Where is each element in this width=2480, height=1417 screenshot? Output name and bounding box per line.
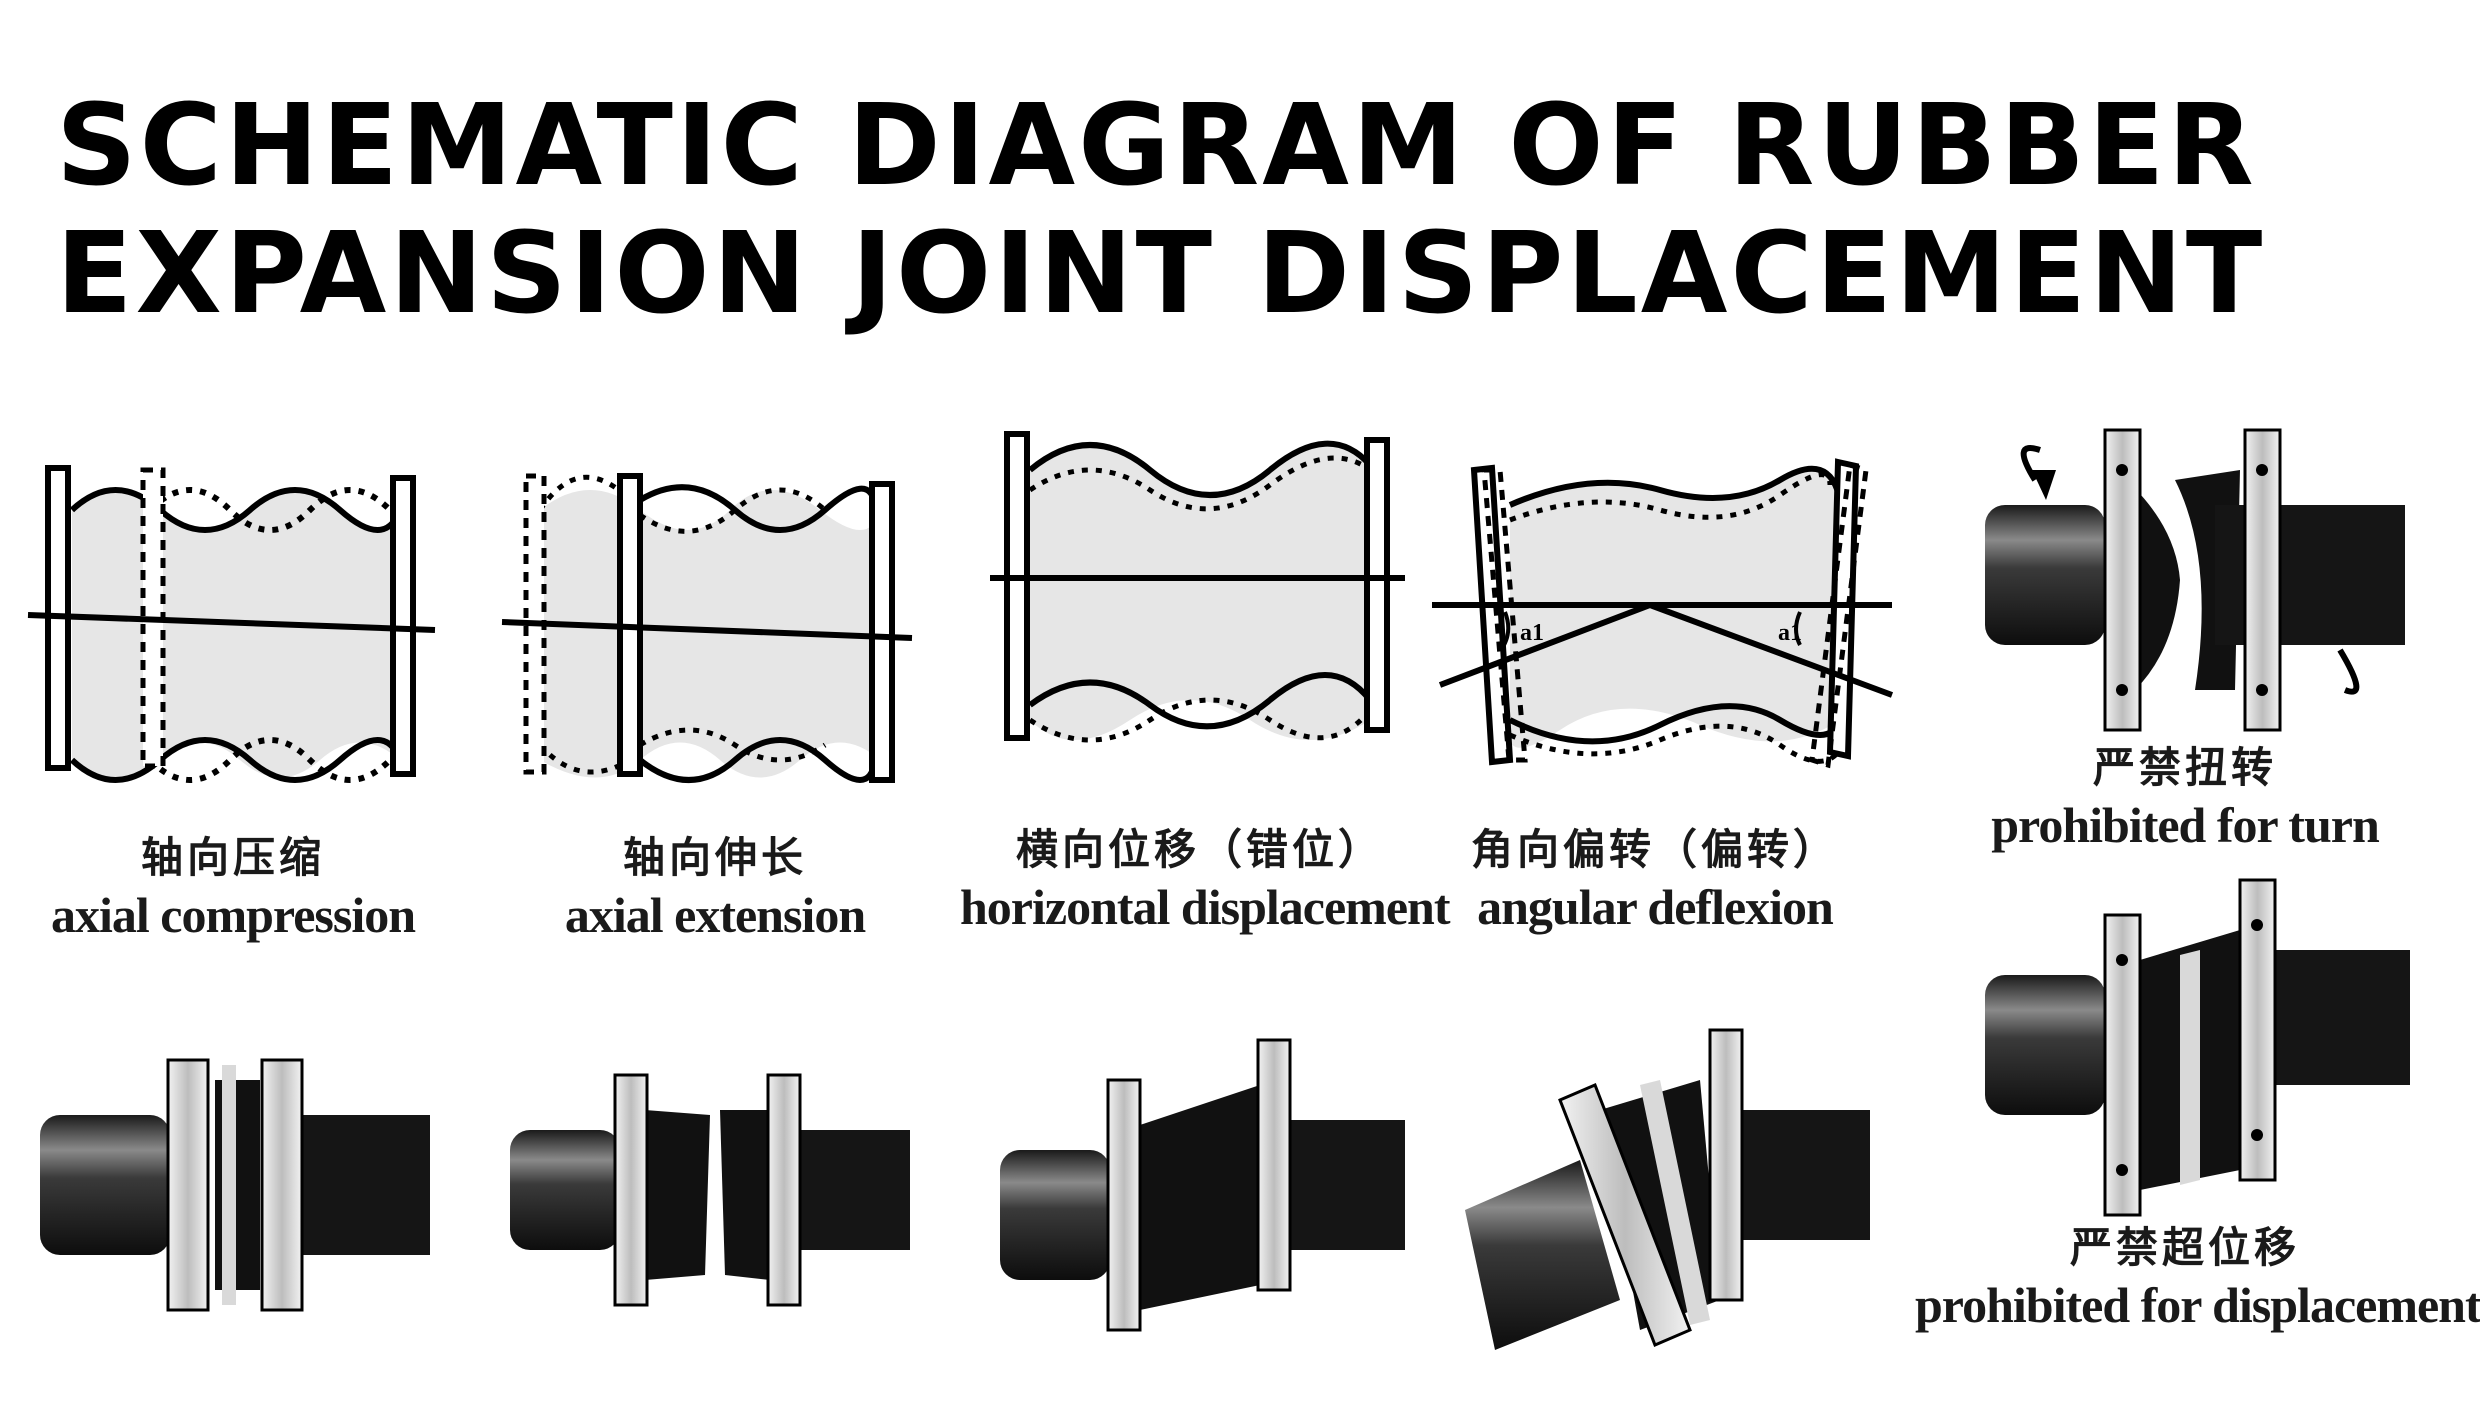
illustration-axial-compression (40, 1058, 430, 1312)
diagram-title: SCHEMATIC DIAGRAM OF RUBBER EXPANSION JO… (56, 82, 2265, 338)
angle-label-right: a1 (1778, 620, 1802, 646)
caption-en: axial extension (564, 887, 866, 943)
caption-angular-deflexion: 角向偏转（偏转） angular deflexion (1465, 822, 1845, 936)
illustration-horizontal-displacement (1000, 1038, 1405, 1332)
caption-prohibited-turn: 严禁扭转 prohibited for turn (1985, 740, 2385, 854)
caption-en: horizontal displacement (960, 879, 1450, 935)
caption-en: angular deflexion (1477, 879, 1834, 935)
caption-zh: 轴向伸长 (622, 833, 807, 882)
caption-zh: 轴向压缩 (140, 833, 325, 882)
caption-horizontal-displacement: 横向位移（错位） horizontal displacement (960, 822, 1450, 936)
title-line-1: SCHEMATIC DIAGRAM OF RUBBER (56, 81, 2257, 211)
illustration-axial-extension (510, 1073, 910, 1307)
caption-zh: 横向位移（错位） (1015, 825, 1384, 874)
caption-axial-compression: 轴向压缩 axial compression (38, 830, 428, 944)
caption-axial-extension: 轴向伸长 axial extension (525, 830, 905, 944)
caption-prohibited-displacement: 严禁超位移 prohibited for displacement (1915, 1220, 2480, 1334)
caption-zh: 严禁扭转 (2092, 743, 2277, 792)
schematic-angular-deflexion: a1 a1 (1432, 458, 1894, 769)
illustration-prohibited-displacement (1985, 878, 2410, 1217)
schematic-axial-compression (27, 465, 436, 783)
caption-en: axial compression (50, 887, 416, 943)
schematic-horizontal-displacement (990, 431, 1405, 743)
caption-zh: 角向偏转（偏转） (1470, 825, 1839, 874)
illustration-prohibited-turn (1985, 428, 2405, 732)
angle-label-left: a1 (1520, 620, 1544, 646)
illustration-angular-deflexion (1465, 1028, 1870, 1350)
title-line-2: EXPANSION JOINT DISPLACEMENT (56, 209, 2266, 339)
caption-zh: 严禁超位移 (2069, 1223, 2300, 1272)
caption-en: prohibited for turn (1991, 797, 2380, 853)
schematic-axial-extension (501, 473, 913, 783)
caption-en: prohibited for displacement (1915, 1277, 2480, 1333)
